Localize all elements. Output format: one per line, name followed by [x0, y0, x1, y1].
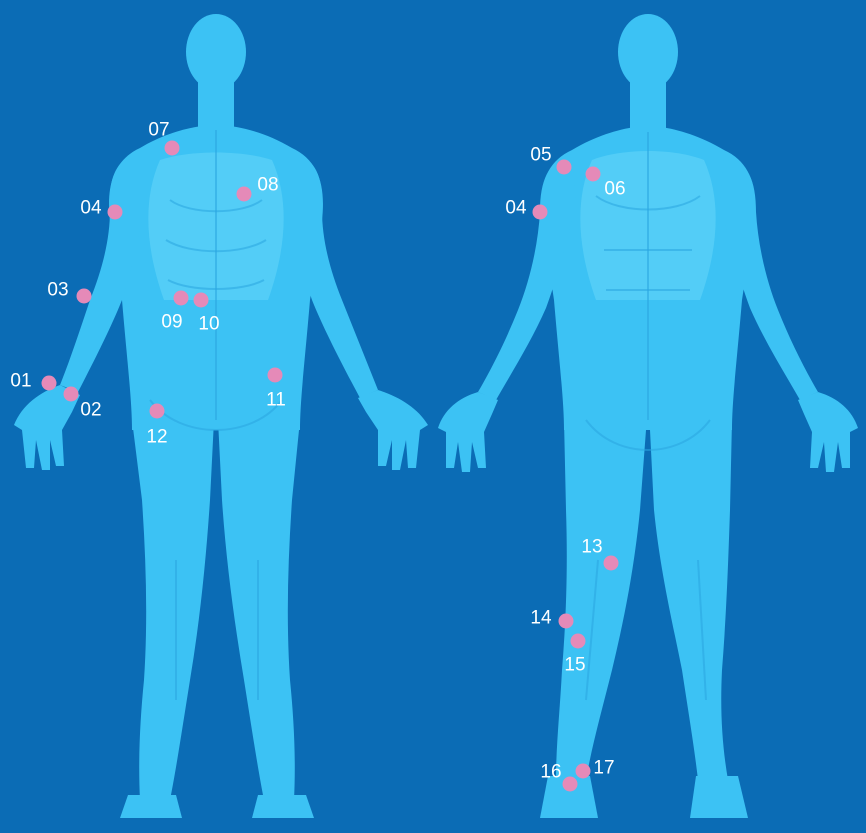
point-16-front-label: 16	[540, 763, 561, 782]
back-view-figure	[14, 14, 428, 818]
point-04-back-label: 04	[80, 199, 101, 218]
point-02-back-marker	[64, 387, 79, 402]
point-01-back-marker	[42, 376, 57, 391]
point-14-front-marker	[559, 614, 574, 629]
point-05-front-marker	[557, 160, 572, 175]
point-03-back-marker	[77, 289, 92, 304]
front-view-figure	[438, 14, 858, 818]
point-09-back-marker	[174, 291, 189, 306]
point-03-back-label: 03	[47, 281, 68, 300]
point-12-back-marker	[150, 404, 165, 419]
point-13-front-marker	[604, 556, 619, 571]
point-04-front-label: 04	[505, 199, 526, 218]
point-14-front-label: 14	[530, 609, 551, 628]
point-11-back-marker	[268, 368, 283, 383]
point-10-back-marker	[194, 293, 209, 308]
point-07-back-label: 07	[148, 121, 169, 140]
point-10-back-label: 10	[198, 315, 219, 334]
point-15-front-label: 15	[564, 656, 585, 675]
point-06-front-marker	[586, 167, 601, 182]
point-05-front-label: 05	[530, 146, 551, 165]
point-17-front-marker	[576, 764, 591, 779]
point-02-back-label: 02	[80, 401, 101, 420]
point-17-front-label: 17	[593, 759, 614, 778]
point-12-back-label: 12	[146, 428, 167, 447]
point-04-front-marker	[533, 205, 548, 220]
point-15-front-marker	[571, 634, 586, 649]
point-08-back-marker	[237, 187, 252, 202]
point-16-front-marker	[563, 777, 578, 792]
point-09-back-label: 09	[161, 313, 182, 332]
point-13-front-label: 13	[581, 538, 602, 557]
point-07-back-marker	[165, 141, 180, 156]
point-06-front-label: 06	[604, 180, 625, 199]
point-01-back-label: 01	[10, 372, 31, 391]
point-11-back-label: 11	[266, 391, 286, 410]
point-08-back-label: 08	[257, 176, 278, 195]
point-04-back-marker	[108, 205, 123, 220]
